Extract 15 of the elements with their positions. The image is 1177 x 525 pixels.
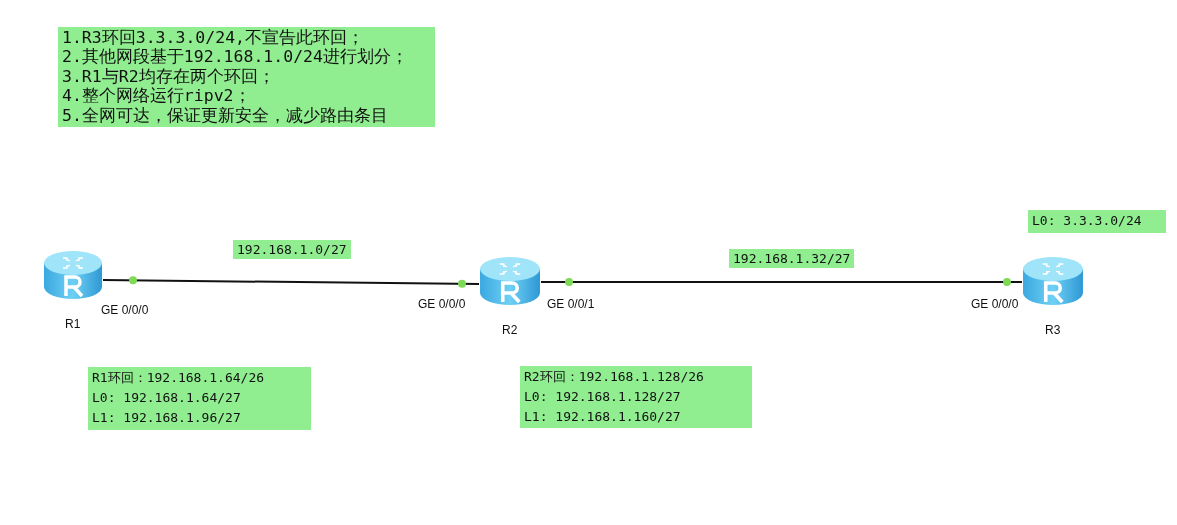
interface-label: GE 0/0/0 <box>971 297 1019 311</box>
link-line <box>540 281 1023 283</box>
note-box: 1.R3环回3.3.3.0/24,不宣告此环回； 2.其他网段基于192.168.1.0/24进行划分； 3.R1与R2均存在两个环回； 4.整个网络运行ripv2； 5.全网可达，保证更新安全，减少路由条目 <box>58 27 435 127</box>
loopback-box: R1环回：192.168.1.64/26 L0: 192.168.1.64/27 L1: 192.168.1.96/27 <box>88 367 311 430</box>
loopback-box: R2环回：192.168.1.128/26 L0: 192.168.1.128/27 L1: 192.168.1.160/27 <box>520 366 752 428</box>
router-name: R3 <box>1045 323 1061 337</box>
edge-label: 192.168.1.0/27 <box>233 240 351 259</box>
edge-label: 192.168.1.32/27 <box>729 249 855 268</box>
loopback-box: L0: 3.3.3.0/24 <box>1028 210 1166 233</box>
link-line <box>102 279 480 285</box>
router-name: R1 <box>65 317 81 331</box>
router-name: R2 <box>502 323 518 337</box>
interface-label: GE 0/0/1 <box>547 297 595 311</box>
interface-label: GE 0/0/0 <box>418 297 466 311</box>
interface-label: GE 0/0/0 <box>101 303 149 317</box>
